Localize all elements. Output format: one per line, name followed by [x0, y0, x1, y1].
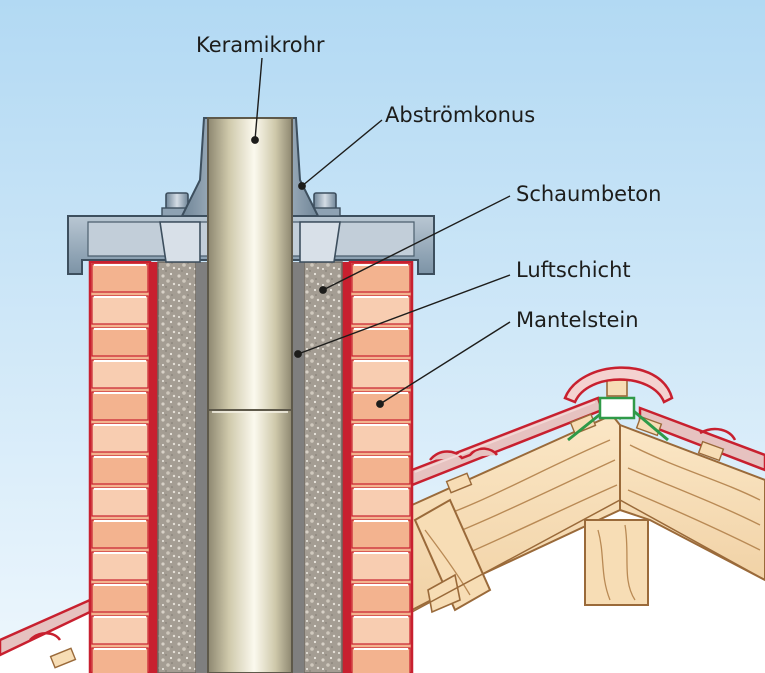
- brick: [91, 551, 149, 581]
- brick: [91, 583, 149, 613]
- brick: [351, 615, 411, 645]
- brick: [351, 487, 411, 517]
- brick: [91, 487, 149, 517]
- brick: [91, 327, 149, 357]
- label-schaumbeton: Schaumbeton: [516, 182, 661, 206]
- brick: [91, 455, 149, 485]
- roof-right: [410, 366, 765, 673]
- foam-concrete-right: [303, 261, 343, 673]
- brick: [351, 359, 411, 389]
- brick: [351, 519, 411, 549]
- label-keramikrohr: Keramikrohr: [196, 33, 325, 57]
- brick: [351, 455, 411, 485]
- brick: [351, 551, 411, 581]
- brick: [351, 423, 411, 453]
- brick: [91, 263, 149, 293]
- air-gap-left: [196, 262, 208, 673]
- ceramic-pipe: [207, 117, 293, 673]
- label-mantelstein: Mantelstein: [516, 308, 639, 332]
- air-gap-right: [292, 262, 304, 673]
- brick: [91, 647, 149, 673]
- brick: [91, 519, 149, 549]
- foam-concrete-left: [157, 261, 197, 673]
- brick: [91, 359, 149, 389]
- brick: [351, 263, 411, 293]
- label-abstroemkonus: Abströmkonus: [385, 103, 535, 127]
- brick: [91, 295, 149, 325]
- brick: [351, 647, 411, 673]
- brick: [351, 327, 411, 357]
- callout-lines: [251, 57, 511, 408]
- brick: [91, 615, 149, 645]
- brick: [351, 295, 411, 325]
- brick: [91, 391, 149, 421]
- label-luftschicht: Luftschicht: [516, 258, 631, 282]
- brick: [91, 423, 149, 453]
- brick: [351, 583, 411, 613]
- chimney: [67, 117, 435, 673]
